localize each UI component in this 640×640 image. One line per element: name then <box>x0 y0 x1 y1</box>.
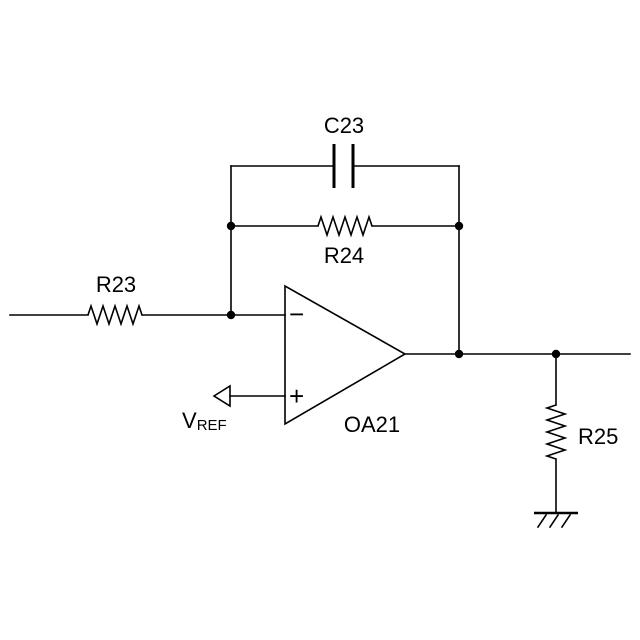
opamp-inverting-sign: − <box>289 299 304 329</box>
label-r24: R24 <box>324 243 364 268</box>
resistor-r25 <box>547 405 565 459</box>
vref-arrow-icon <box>214 386 230 406</box>
junction-dot <box>455 222 463 230</box>
label-oa21: OA21 <box>344 412 400 437</box>
ground-icon <box>534 513 578 527</box>
junction-dot <box>227 222 235 230</box>
junction-dot <box>552 350 560 358</box>
opamp-noninverting-sign: + <box>289 381 304 411</box>
resistor-r24 <box>318 217 372 235</box>
label-r25: R25 <box>578 424 618 449</box>
resistor-r23 <box>88 306 142 324</box>
label-c23: C23 <box>324 113 364 138</box>
junction-dot <box>455 350 463 358</box>
junction-dot <box>227 311 235 319</box>
label-r23: R23 <box>96 272 136 297</box>
label-vref: VREF <box>182 408 227 434</box>
